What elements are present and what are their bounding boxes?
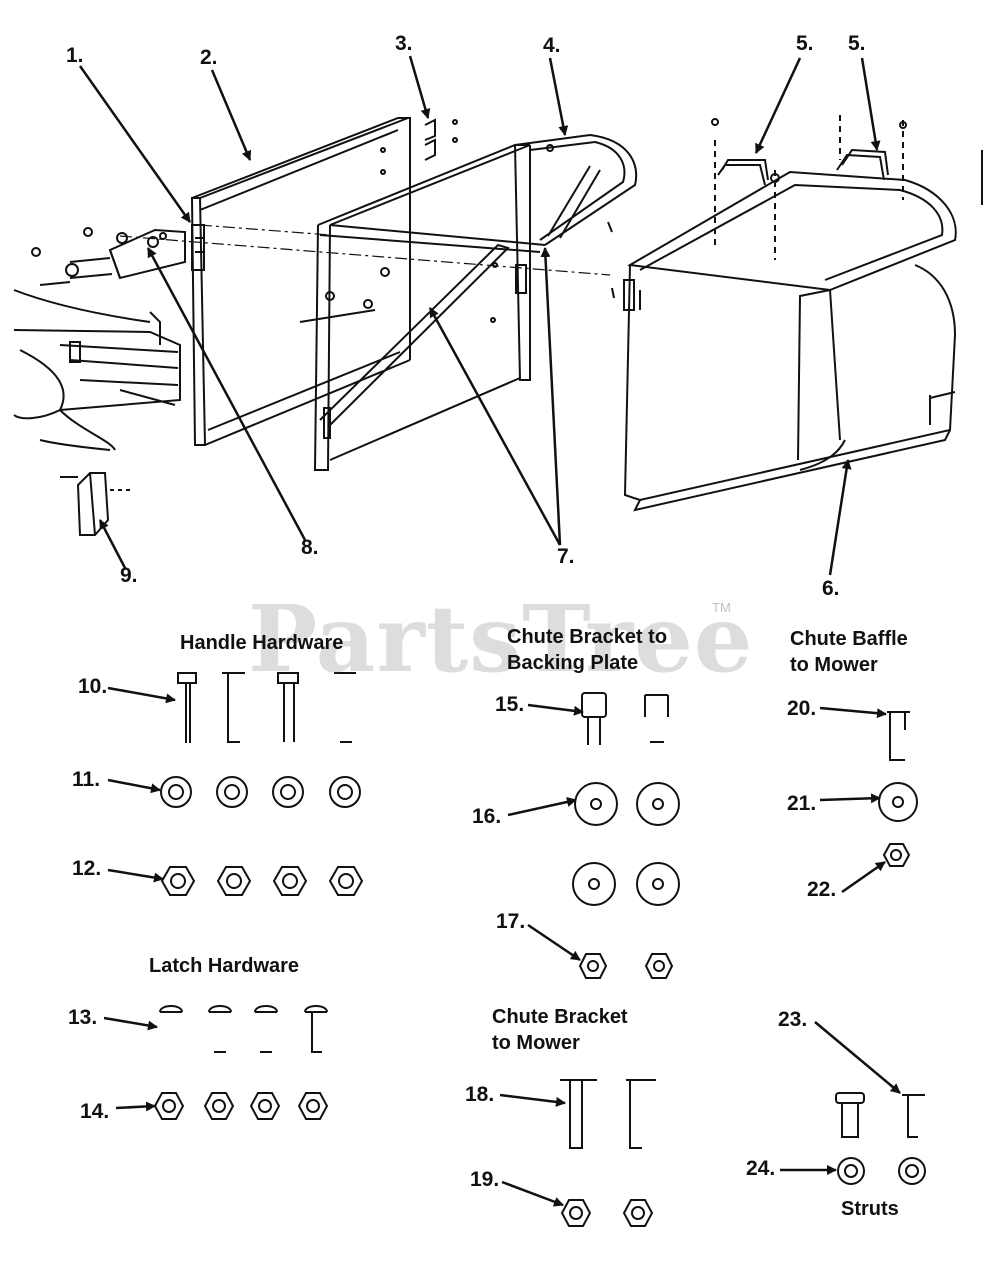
chute-bracket-backing-header-line1: Chute Bracket to [507, 626, 668, 648]
backing-plate [190, 117, 411, 446]
callout-13: 13. [68, 1006, 98, 1029]
callout-16: 16. [472, 805, 502, 828]
chute-baffle-header-line2: to Mower [790, 654, 878, 676]
chute-baffle [611, 170, 957, 512]
trademark-symbol: TM [712, 600, 731, 615]
callout-2: 2. [200, 46, 218, 69]
chute-baffle-header-line1: Chute Baffle [790, 628, 908, 650]
latch-nuts [153, 1092, 329, 1120]
handle-nuts [160, 866, 364, 896]
latch-parts [380, 118, 458, 175]
handle-hardware-header: Handle Hardware [180, 632, 344, 654]
latch-bolts [159, 1005, 328, 1053]
handle-bolts [177, 672, 356, 743]
callout-18: 18. [465, 1083, 495, 1106]
callout-21: 21. [787, 792, 817, 815]
callout-20: 20. [787, 697, 817, 720]
backing-plate-bolts [581, 692, 669, 745]
watermark: PartsTree [248, 585, 754, 693]
callout-15: 15. [495, 693, 525, 716]
callout-11: 11. [72, 768, 101, 791]
callout-19: 19. [470, 1168, 500, 1191]
callout-17: 17. [496, 910, 526, 933]
chute-bracket-mower-nuts [560, 1199, 654, 1227]
callout-3: 3. [395, 32, 413, 55]
construction-lines [119, 224, 611, 276]
strut-hardware [835, 1092, 926, 1185]
handle-lock-washers [160, 776, 361, 808]
callout-9: 9. [120, 564, 138, 587]
callout-4: 4. [543, 34, 561, 57]
callout-14: 14. [80, 1100, 110, 1123]
callout-24: 24. [746, 1157, 776, 1180]
callout-23: 23. [778, 1008, 808, 1031]
chute-frame [313, 133, 638, 471]
mower-deck-fragment [13, 289, 181, 451]
backing-plate-washers [572, 782, 680, 906]
hinge-part [60, 472, 130, 536]
chute-bracket-mower-header-line2: to Mower [492, 1032, 580, 1054]
chute-bracket-mower-header-line1: Chute Bracket [492, 1006, 628, 1028]
callout-12: 12. [72, 857, 102, 880]
latch-hardware-header: Latch Hardware [149, 955, 300, 977]
leader-arrows [78, 55, 901, 1207]
struts-header: Struts [841, 1198, 899, 1220]
chute-bracket-mower-bolts [560, 1079, 656, 1149]
callout-10: 10. [78, 675, 108, 698]
chute-bracket-backing-header-line2: Backing Plate [507, 652, 639, 674]
chute-baffle-hardware [878, 711, 918, 867]
handle-bracket [31, 227, 186, 286]
strut-brackets [711, 115, 907, 260]
callout-8: 8. [301, 536, 319, 559]
callout-1: 1. [66, 44, 84, 67]
callout-5a: 5. [796, 32, 814, 55]
backing-plate-nuts [578, 953, 674, 979]
callout-6: 6. [822, 577, 840, 600]
callout-5b: 5. [848, 32, 866, 55]
callout-7: 7. [557, 545, 575, 568]
callout-22: 22. [807, 878, 837, 901]
